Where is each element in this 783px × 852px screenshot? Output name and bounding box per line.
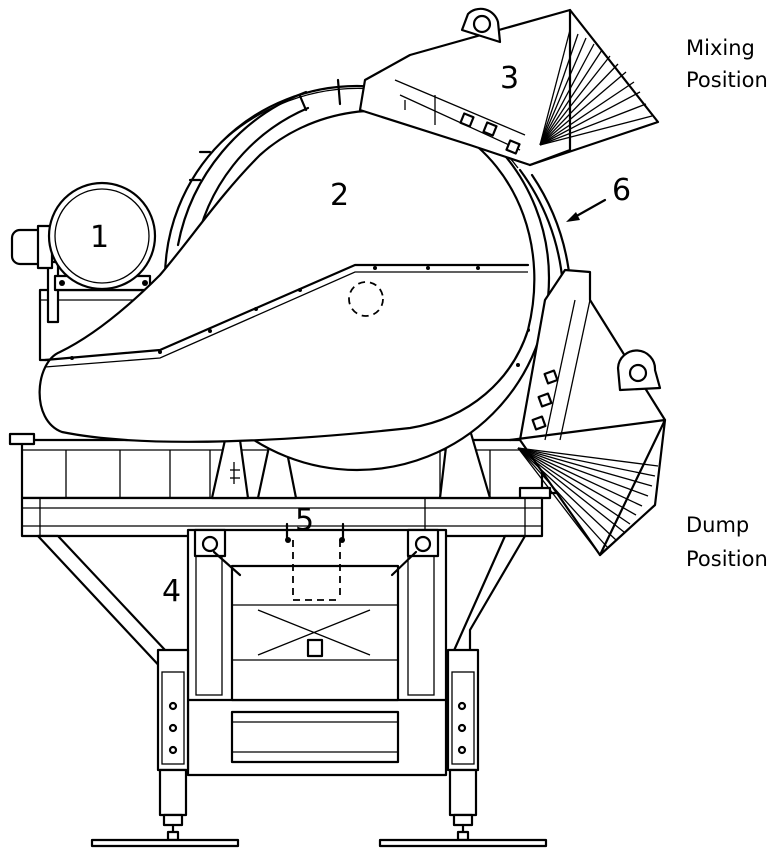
- drum: [38, 78, 573, 472]
- callout-1: 1: [90, 220, 109, 255]
- mixing-position-label-line2: Position: [686, 68, 768, 92]
- bucket-dump-position: [508, 268, 667, 557]
- callout-6-arrow: [566, 198, 607, 222]
- brush-fan-mixing: [528, 8, 660, 167]
- dump-position-label-line2: Position: [686, 547, 768, 571]
- bucket-mixing-position: [358, 7, 660, 167]
- mixing-position-label-line1: Mixing: [686, 36, 755, 60]
- right-leg: [378, 648, 548, 848]
- callout-3: 3: [500, 61, 519, 96]
- left-leg: [90, 648, 240, 848]
- brush-fan-dump: [508, 418, 667, 557]
- callout-4: 4: [162, 574, 181, 609]
- callout-2: 2: [330, 178, 349, 213]
- callout-5: 5: [295, 503, 314, 538]
- dump-position-label-line1: Dump: [686, 513, 749, 537]
- lower-cradle: [186, 522, 448, 777]
- callout-6: 6: [612, 173, 631, 208]
